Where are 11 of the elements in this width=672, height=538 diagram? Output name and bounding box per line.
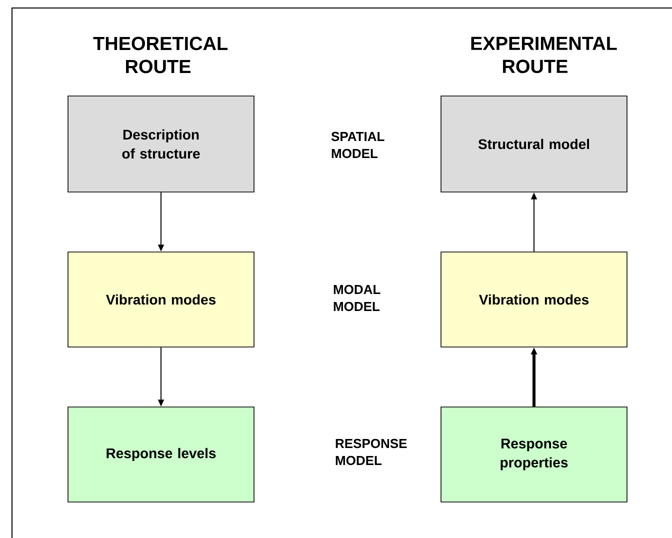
process-box: Vibration modes [68,252,254,348]
level-label: RESPONSE MODEL [336,438,407,466]
process-box: Response properties [440,406,628,502]
column-heading: EXPERIMENTAL ROUTE [471,36,617,74]
level-label: SPATIAL MODEL [331,132,384,158]
column-heading: THEORETICAL ROUTE [93,36,228,74]
process-box: Vibration modes [440,252,628,348]
process-box: Structural model [440,96,628,192]
process-box: Description of structure [68,96,254,192]
process-box: Response levels [68,406,254,502]
level-label: MODAL MODEL [334,284,380,312]
